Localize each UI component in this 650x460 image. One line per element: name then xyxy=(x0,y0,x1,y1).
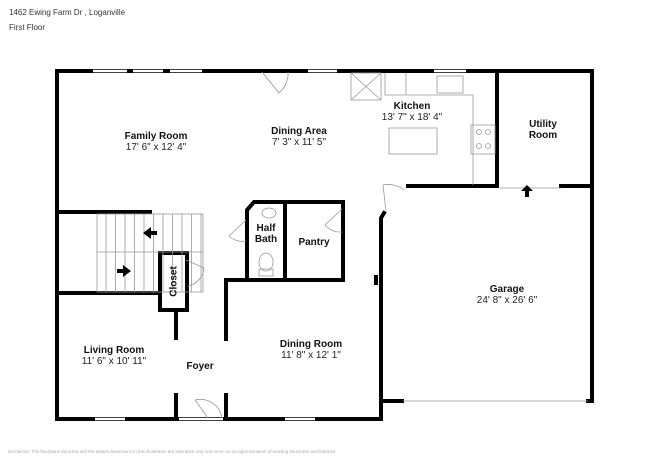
doors xyxy=(185,71,405,419)
stairs xyxy=(96,213,204,293)
disclaimer: Disclaimer: The floorplans depicted and … xyxy=(8,449,337,454)
room-name: Closet xyxy=(168,266,180,297)
room-dims: 7' 3" x 11' 5" xyxy=(271,137,327,148)
room-dims: 24' 8" x 26' 6" xyxy=(476,295,538,306)
windows xyxy=(93,69,466,421)
room-dims: 17' 6" x 12' 4" xyxy=(125,142,187,153)
room-name: Family Room xyxy=(124,131,188,142)
room-name: Half Bath xyxy=(254,223,278,245)
stair-arrow-right-icon xyxy=(117,265,131,277)
room-name: Dining Room xyxy=(279,339,343,350)
room-name: Garage xyxy=(489,284,525,295)
room-name: Living Room xyxy=(83,345,145,356)
walls xyxy=(55,69,594,421)
room-name: Dining Area xyxy=(271,126,327,137)
room-dims: 13' 7" x 18' 4" xyxy=(381,112,443,123)
room-name: Foyer xyxy=(186,361,214,372)
room-name: Kitchen xyxy=(393,101,431,112)
room-name: Utility Room xyxy=(528,119,558,141)
room-name: Pantry xyxy=(298,237,330,248)
stair-arrow-left-icon xyxy=(143,227,157,239)
room-dims: 11' 6" x 10' 11" xyxy=(81,356,147,367)
kitchen-fixtures xyxy=(350,72,496,185)
floor-label: First Floor xyxy=(9,23,45,32)
address: 1462 Ewing Farm Dr , Loganville xyxy=(9,8,126,17)
room-dims: 11' 8" x 12' 1" xyxy=(281,350,341,361)
bath-fixtures xyxy=(258,207,277,277)
entry-arrow-up-icon xyxy=(521,185,533,197)
